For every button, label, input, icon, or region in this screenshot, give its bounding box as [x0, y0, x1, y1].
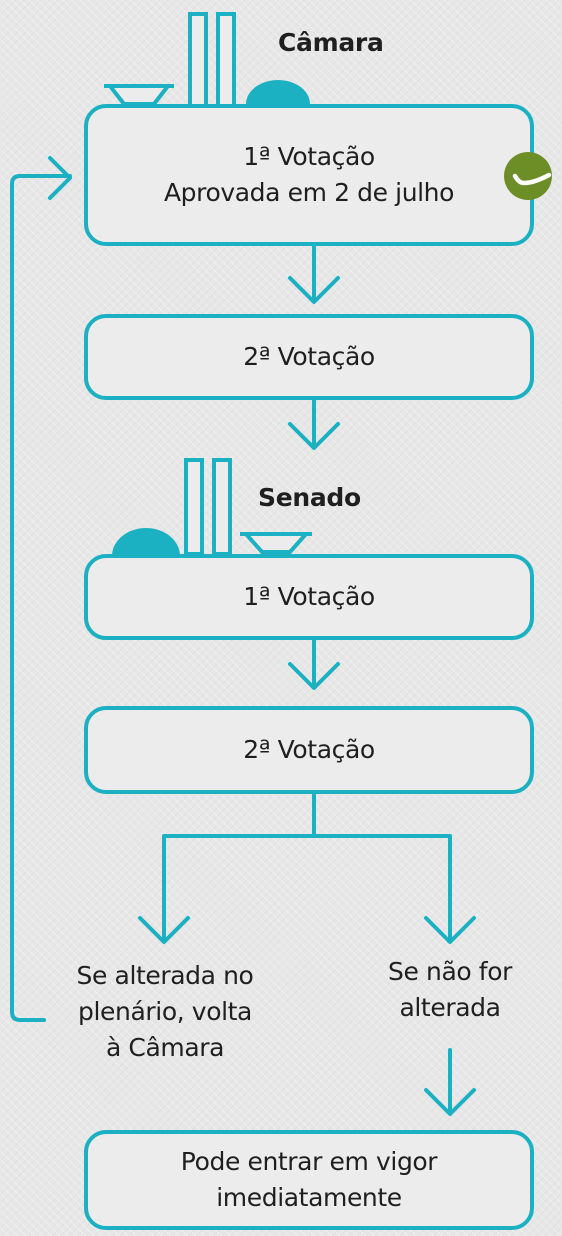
camara-first-vote-box: 1ª Votação Aprovada em 2 de julho [84, 104, 534, 246]
final-outcome-line2: imediatamente [216, 1183, 402, 1212]
camara-second-vote-box: 2ª Votação [84, 314, 534, 400]
branch-altered-line3: à Câmara [105, 1033, 225, 1062]
final-outcome-line1: Pode entrar em vigor [180, 1147, 438, 1176]
arrow-camara-1-to-2 [288, 242, 340, 304]
camara-second-vote-label: 2ª Votação [243, 342, 375, 371]
senado-second-vote-box: 2ª Votação [84, 706, 534, 794]
check-icon [504, 152, 552, 200]
arrow-camara-to-senado [288, 396, 340, 450]
branch-altered-line1: Se alterada no [76, 961, 254, 990]
camara-first-vote-status: Aprovada em 2 de julho [163, 178, 455, 207]
senado-first-vote-label: 1ª Votação [243, 582, 375, 611]
camara-heading: Câmara [278, 28, 384, 57]
branch-altered-line2: plenário, volta [78, 997, 252, 1026]
branch-not-altered-line1: Se não for [388, 957, 512, 986]
camara-first-vote-label: 1ª Votação [243, 142, 375, 171]
congress-building-icon-senado [112, 458, 312, 556]
arrow-senado-1-to-2 [288, 636, 340, 690]
branch-altered-label: Se alterada no plenário, volta à Câmara [50, 958, 280, 1066]
senado-second-vote-label: 2ª Votação [243, 735, 375, 764]
branch-not-altered-label: Se não for alterada [360, 954, 540, 1026]
senado-first-vote-box: 1ª Votação [84, 554, 534, 640]
congress-building-icon-camara [104, 12, 310, 110]
senado-heading: Senado [258, 483, 361, 512]
arrow-to-final [424, 1048, 476, 1116]
return-loop-arrow [10, 156, 72, 1022]
branch-not-altered-line2: alterada [399, 993, 501, 1022]
branch-connector [138, 790, 476, 944]
final-outcome-box: Pode entrar em vigor imediatamente [84, 1130, 534, 1230]
